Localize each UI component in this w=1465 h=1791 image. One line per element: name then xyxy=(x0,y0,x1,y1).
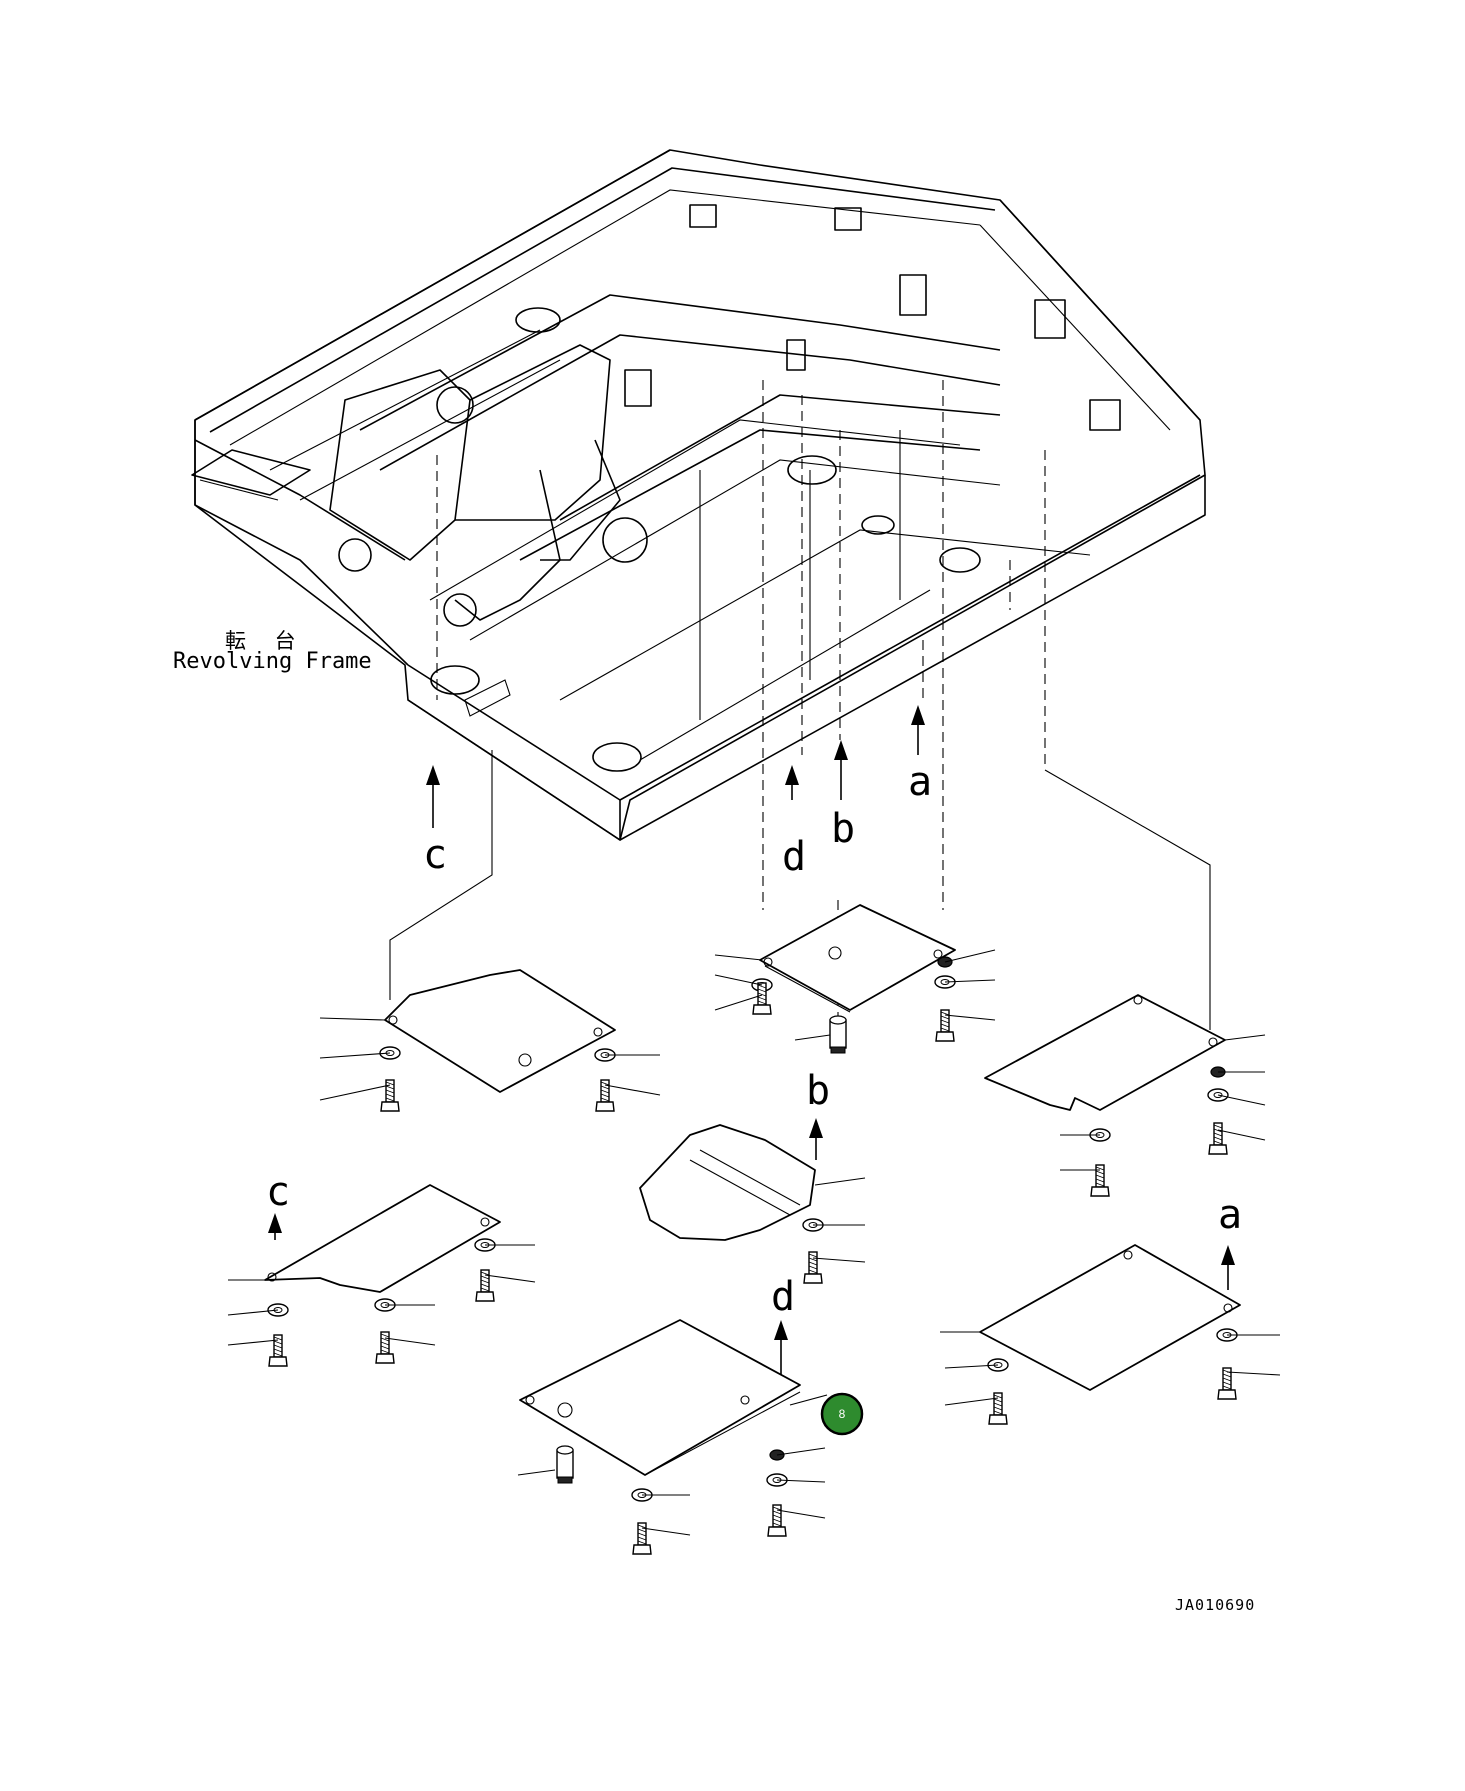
leader-lines xyxy=(227,949,1281,1536)
ref-b-plate: b xyxy=(806,1068,830,1114)
bolt xyxy=(595,1079,615,1112)
leader-line xyxy=(944,1364,999,1369)
ref-b-frame: b xyxy=(831,806,855,852)
leader-line xyxy=(944,949,996,963)
bolt xyxy=(1090,1164,1110,1197)
leader-line xyxy=(319,1084,391,1101)
cover-plate-c-left xyxy=(264,1184,501,1293)
leader-line xyxy=(604,1084,661,1096)
revolving-frame xyxy=(191,149,1206,841)
bolt xyxy=(935,1009,955,1042)
cover-plate-b-center xyxy=(639,1124,816,1241)
callout-number: 8 xyxy=(839,1407,846,1421)
part-callout-8[interactable]: 8 xyxy=(789,1392,864,1436)
leader-line xyxy=(794,1034,831,1041)
leader-line xyxy=(1226,1371,1281,1376)
arrow-a-plate xyxy=(1221,1245,1235,1290)
bolt xyxy=(767,1504,787,1537)
spacer xyxy=(829,1015,847,1054)
leader-line xyxy=(1217,1094,1266,1106)
leader-line xyxy=(776,1447,826,1456)
leader-line xyxy=(484,1274,536,1283)
arrow-c-frame xyxy=(426,765,440,828)
leader-line xyxy=(714,994,763,1011)
leader-line xyxy=(319,1017,386,1021)
arrow-c-plate xyxy=(268,1213,282,1240)
leader-line xyxy=(227,1339,279,1346)
cover-plate-a-right xyxy=(979,1244,1241,1391)
arrow-d-frame xyxy=(785,765,799,800)
ref-c-plate: c xyxy=(266,1169,290,1215)
reference-marks: c d b a b c d a xyxy=(266,705,1242,1380)
arrow-d-plate xyxy=(774,1320,788,1380)
leader-line xyxy=(776,1479,826,1483)
ref-c-frame: c xyxy=(423,832,447,878)
cover-plate-right-upper xyxy=(984,994,1226,1111)
bolt xyxy=(1208,1122,1228,1155)
leader-line xyxy=(1217,1129,1266,1141)
leader-line xyxy=(384,1337,436,1346)
leader-line xyxy=(944,979,996,983)
bolt xyxy=(803,1251,823,1284)
bolt xyxy=(475,1269,495,1302)
cover-plates xyxy=(264,904,1241,1476)
bolt xyxy=(752,982,772,1015)
bolt xyxy=(988,1392,1008,1425)
leader-line xyxy=(714,954,763,961)
cover-plate-d-top xyxy=(759,904,956,1013)
leader-line xyxy=(814,1177,866,1186)
leader-line xyxy=(641,1527,691,1536)
arrow-b-frame xyxy=(834,740,848,800)
connector-lines xyxy=(389,750,1211,1030)
ref-d-frame: d xyxy=(782,834,806,880)
ref-d-plate: d xyxy=(771,1274,795,1320)
arrow-b-plate xyxy=(809,1118,823,1160)
bolt xyxy=(632,1522,652,1555)
drawing-code: JA010690 xyxy=(1175,1596,1255,1614)
bolt xyxy=(268,1334,288,1367)
alignment-lines xyxy=(436,380,1046,1020)
frame-label-jp: 転 台 xyxy=(225,629,304,653)
cover-plate-left-upper xyxy=(384,969,616,1093)
leader-line xyxy=(944,1014,996,1021)
bolt xyxy=(1217,1367,1237,1400)
leader-line xyxy=(776,1509,826,1519)
bolt xyxy=(375,1331,395,1364)
leader-line xyxy=(517,1469,556,1476)
leader-line xyxy=(714,974,763,986)
spacer xyxy=(556,1445,574,1484)
bolt xyxy=(380,1079,400,1112)
leader-line xyxy=(1224,1034,1266,1041)
leader-line xyxy=(944,1397,999,1406)
leader-line xyxy=(319,1052,391,1059)
arrow-a-frame xyxy=(911,705,925,755)
cover-plate-d-bottom xyxy=(519,1319,801,1476)
ref-a-frame: a xyxy=(908,759,932,805)
leader-line xyxy=(227,1309,279,1316)
leader-line xyxy=(812,1257,866,1263)
ref-a-plate: a xyxy=(1218,1192,1242,1238)
frame-label-en: Revolving Frame xyxy=(173,649,372,674)
